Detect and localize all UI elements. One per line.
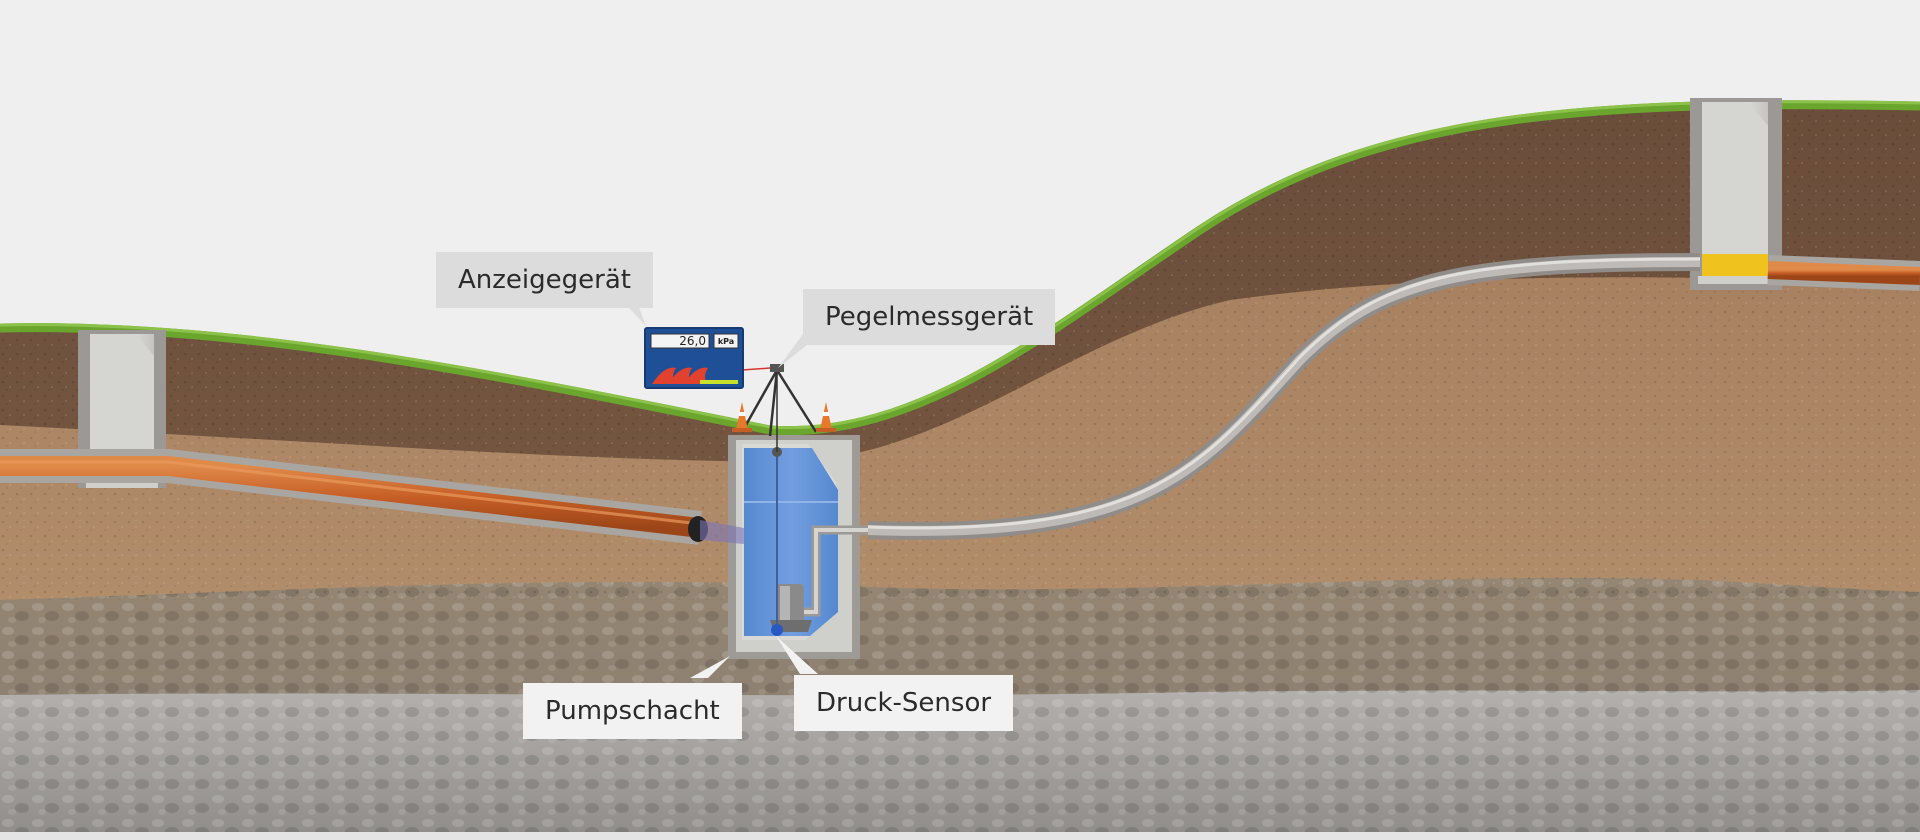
traffic-cone-left (732, 402, 752, 432)
callout-pointer-pump-shaft (690, 656, 730, 678)
label-level-meter: Pegelmessgerät (803, 289, 1056, 345)
display-device: 26,0 kPa (644, 327, 744, 389)
label-display-device: Anzeigegerät (436, 252, 653, 308)
display-waves-icon (652, 367, 708, 384)
pressure-sensor-probe (771, 624, 783, 636)
callout-pointer-sensor (776, 636, 818, 674)
label-pump-shaft: Pumpschacht (523, 683, 742, 739)
grass-surface (0, 100, 1920, 436)
level-meter-tripod (740, 369, 818, 452)
level-meter-head (770, 364, 784, 372)
sewer-pipe-left (0, 449, 708, 545)
pressure-pipe (867, 253, 1701, 540)
display-reading: 26,0 (679, 334, 706, 348)
sewer-pipe-right (1767, 255, 1920, 291)
pump-shaft (700, 435, 868, 659)
traffic-cone-right (816, 402, 836, 432)
right-inspection-shaft (1690, 98, 1782, 290)
label-pressure-sensor: Druck-Sensor (794, 675, 1014, 731)
display-unit: kPa (718, 337, 734, 346)
